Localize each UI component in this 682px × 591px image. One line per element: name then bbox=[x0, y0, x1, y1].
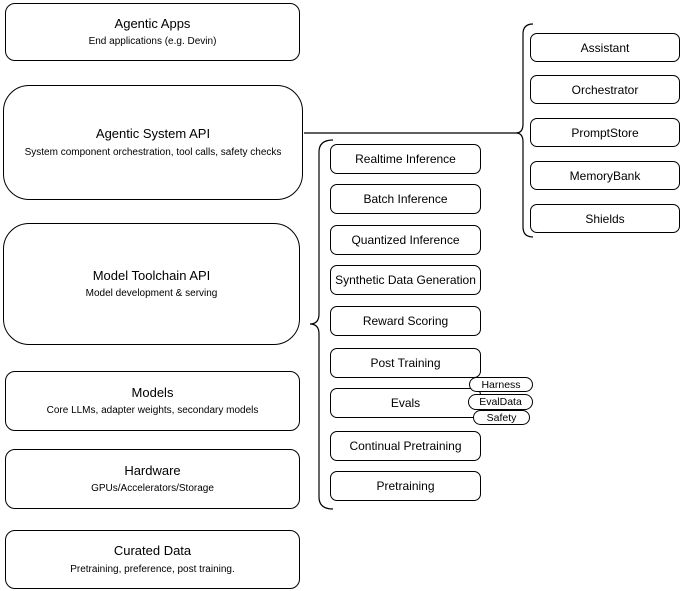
pill-harness: Harness bbox=[469, 377, 533, 392]
node-evals: Evals bbox=[330, 388, 481, 418]
node-shields: Shields bbox=[530, 204, 680, 233]
node-subtitle: Model development & serving bbox=[85, 288, 218, 300]
node-promptstore: PromptStore bbox=[530, 118, 680, 147]
node-reward-scoring: Reward Scoring bbox=[330, 306, 481, 336]
node-batch-inference: Batch Inference bbox=[330, 184, 481, 214]
node-subtitle: Pretraining, preference, post training. bbox=[70, 563, 235, 575]
node-agentic-apps: Agentic Apps End applications (e.g. Devi… bbox=[5, 3, 300, 61]
node-curated-data: Curated Data Pretraining, preference, po… bbox=[5, 530, 300, 589]
pill-safety: Safety bbox=[473, 410, 530, 425]
node-orchestrator: Orchestrator bbox=[530, 75, 680, 104]
node-memorybank: MemoryBank bbox=[530, 161, 680, 190]
node-model-toolchain-api: Model Toolchain API Model development & … bbox=[3, 223, 300, 345]
node-assistant: Assistant bbox=[530, 33, 680, 62]
pill-evaldata: EvalData bbox=[468, 394, 533, 410]
node-synthetic-data-generation: Synthetic Data Generation bbox=[330, 265, 481, 295]
node-subtitle: Core LLMs, adapter weights, secondary mo… bbox=[46, 405, 259, 417]
node-pretraining: Pretraining bbox=[330, 471, 481, 501]
node-title: Model Toolchain API bbox=[92, 267, 211, 283]
node-title: Curated Data bbox=[113, 543, 192, 559]
node-realtime-inference: Realtime Inference bbox=[330, 144, 481, 174]
node-hardware: Hardware GPUs/Accelerators/Storage bbox=[5, 449, 300, 509]
node-title: Models bbox=[131, 384, 174, 400]
node-quantized-inference: Quantized Inference bbox=[330, 225, 481, 255]
node-subtitle: End applications (e.g. Devin) bbox=[88, 36, 217, 48]
node-post-training: Post Training bbox=[330, 348, 481, 378]
node-continual-pretraining: Continual Pretraining bbox=[330, 431, 481, 461]
node-subtitle: GPUs/Accelerators/Storage bbox=[91, 483, 214, 495]
node-title: Agentic Apps bbox=[114, 15, 191, 31]
node-title: Agentic System API bbox=[95, 126, 211, 142]
node-title: Hardware bbox=[124, 462, 181, 478]
node-subtitle: System component orchestration, tool cal… bbox=[24, 146, 282, 158]
node-agentic-system-api: Agentic System API System component orch… bbox=[3, 85, 303, 200]
node-models: Models Core LLMs, adapter weights, secon… bbox=[5, 371, 300, 431]
